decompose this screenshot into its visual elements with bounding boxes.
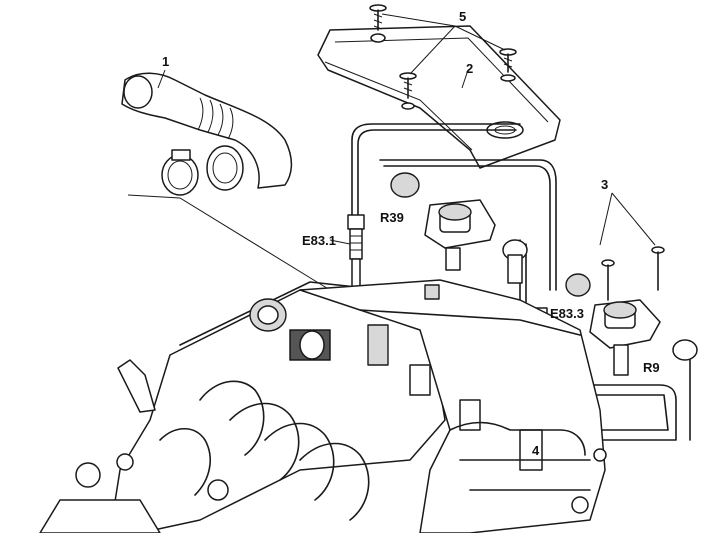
throttle-body [249, 284, 440, 361]
label-part-3: 3 [601, 177, 608, 192]
air-intake-hose [121, 72, 293, 191]
label-part-2: 2 [466, 61, 473, 76]
bolt-icon [601, 259, 615, 301]
label-e83-1: E83.1 [302, 233, 336, 248]
label-part-5: 5 [459, 9, 466, 24]
ignition-coil-icon [390, 172, 528, 284]
label-part-4: 4 [532, 443, 540, 458]
label-part-1: 1 [162, 54, 169, 69]
bolt-icon [499, 48, 517, 82]
label-r9: R9 [643, 360, 660, 375]
ignition-coil-icon [565, 273, 698, 376]
bolt-icon [651, 246, 665, 291]
bolt-icon [399, 72, 417, 110]
cover-plate [317, 25, 561, 169]
spark-plug-connector-icon [347, 214, 365, 288]
callout-labels: 1 2 3 4 5 E83.1 E83.3 R39 R9 [162, 9, 660, 458]
cylinder-head [299, 279, 607, 533]
label-e83-3: E83.3 [550, 306, 584, 321]
intake-manifold [39, 281, 446, 533]
hose-clamp-icon [161, 149, 199, 196]
bolt-icon [369, 4, 387, 31]
label-r39: R39 [380, 210, 404, 225]
